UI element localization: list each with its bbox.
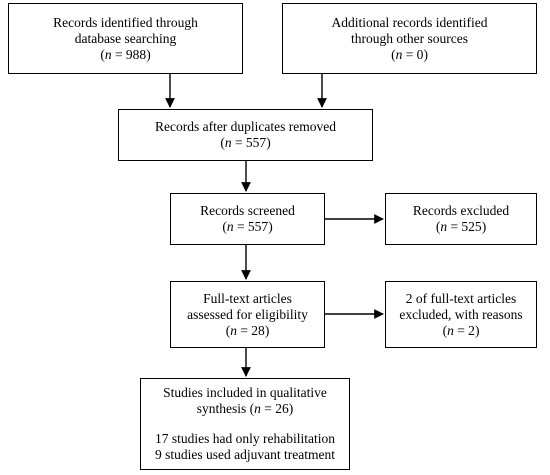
records-identified-box: Records identified through database sear… (8, 3, 243, 74)
n-value: = 28 (236, 322, 265, 338)
record-count: (n = 557) (222, 219, 273, 234)
box-line: database searching (74, 30, 177, 46)
box-line: Full-text articles (203, 290, 292, 306)
box-line: through other sources (351, 30, 468, 46)
fulltext-excluded-box: 2 of full-text articles excluded, with r… (385, 281, 537, 348)
box-line: Records after duplicates removed (154, 119, 337, 134)
box-note: 9 studies used adjuvant treatment (155, 447, 335, 462)
n-value: = 557 (231, 135, 267, 150)
n-value: = 525 (447, 219, 482, 234)
box-line: assessed for eligibility (187, 306, 308, 322)
box-line: Studies included in qualitative (163, 385, 327, 400)
records-screened-box: Records screened (n = 557) (170, 193, 325, 245)
n-symbol: n (224, 135, 232, 150)
duplicates-removed-box: Records after duplicates removed (n = 55… (118, 109, 373, 161)
box-line: Records excluded (412, 203, 510, 218)
record-count: (n = 28) (225, 322, 270, 338)
record-count: (n = 2) (442, 322, 480, 338)
studies-included-box: Studies included in qualitative synthesi… (140, 378, 350, 470)
record-count: synthesis (n = 26) (197, 401, 293, 417)
records-excluded-box: Records excluded (n = 525) (385, 193, 537, 245)
n-symbol: n (440, 219, 448, 234)
n-value: = 0 (402, 46, 424, 62)
n-symbol: n (447, 322, 454, 338)
n-symbol: n (395, 46, 403, 62)
record-count: (n = 988) (100, 46, 151, 62)
box-note: 17 studies had only rehabilitation (155, 431, 335, 446)
box-line: excluded, with reasons (399, 306, 523, 322)
n-symbol: n (104, 46, 112, 62)
n-symbol: n (254, 401, 261, 416)
record-count: (n = 525) (435, 219, 487, 234)
record-count: (n = 557) (220, 135, 271, 150)
n-symbol: n (230, 322, 237, 338)
synthesis-text: synthesis ( (196, 401, 255, 416)
box-line: Records identified through (53, 14, 198, 30)
n-value: = 988 (111, 46, 147, 62)
n-symbol: n (226, 219, 234, 234)
additional-records-box: Additional records identified through ot… (282, 3, 537, 74)
box-line: Records screened (200, 203, 295, 218)
record-count: (n = 0) (391, 46, 428, 62)
n-value: = 2 (453, 322, 475, 338)
n-value: = 557 (233, 219, 269, 234)
box-line: Additional records identified (331, 14, 488, 30)
fulltext-assessed-box: Full-text articles assessed for eligibil… (170, 281, 325, 348)
box-line: 2 of full-text articles (405, 290, 517, 306)
n-value: = 26) (260, 401, 294, 416)
